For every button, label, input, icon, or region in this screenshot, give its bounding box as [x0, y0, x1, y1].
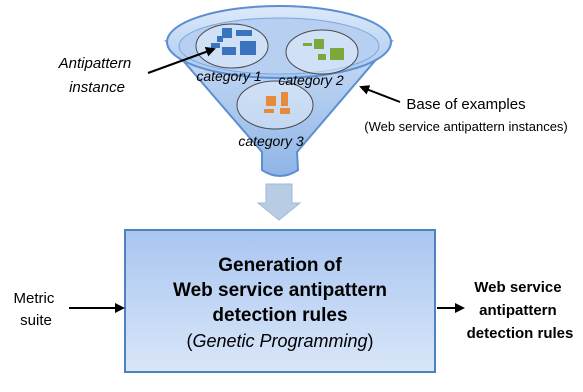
- output-line3: detection rules: [467, 325, 574, 342]
- antipattern-pointer-arrow: [147, 47, 216, 74]
- metric-suite-label: Metric suite: [13, 290, 58, 329]
- category-3-items: [264, 92, 290, 114]
- category-1-label: category 1: [196, 68, 261, 84]
- output-line2: antipattern: [479, 302, 557, 319]
- category-1-items: [211, 28, 256, 55]
- process-line1: Generation of: [218, 255, 342, 276]
- base-pointer-arrow: [359, 85, 401, 103]
- process-method-open: (: [186, 331, 192, 351]
- output-label: Web service antipattern detection rules: [467, 279, 574, 342]
- category-2-cluster: [285, 29, 359, 75]
- process-line2: Web service antipattern: [173, 280, 387, 301]
- category-2-items: [303, 39, 344, 60]
- process-method-close: ): [368, 331, 374, 351]
- process-method: (Genetic Programming): [186, 331, 373, 351]
- antipattern-instance-label: Antipattern instance: [58, 55, 136, 96]
- metric-suite-line1: Metric: [13, 290, 54, 307]
- process-line3: detection rules: [212, 305, 347, 326]
- base-of-examples-label: Base of examples: [406, 96, 525, 113]
- antipattern-label-line1: Antipattern: [58, 55, 132, 72]
- metric-suite-line2: suite: [20, 312, 52, 329]
- down-arrow: [256, 183, 302, 221]
- category-2-label: category 2: [278, 72, 344, 88]
- output-line1: Web service: [474, 279, 561, 296]
- category-3-label: category 3: [238, 133, 304, 149]
- antipattern-label-line2: instance: [69, 79, 125, 96]
- process-box: [124, 229, 436, 373]
- process-method-name: Genetic Programming: [192, 331, 367, 351]
- base-of-examples-sublabel: (Web service antipattern instances): [364, 119, 568, 134]
